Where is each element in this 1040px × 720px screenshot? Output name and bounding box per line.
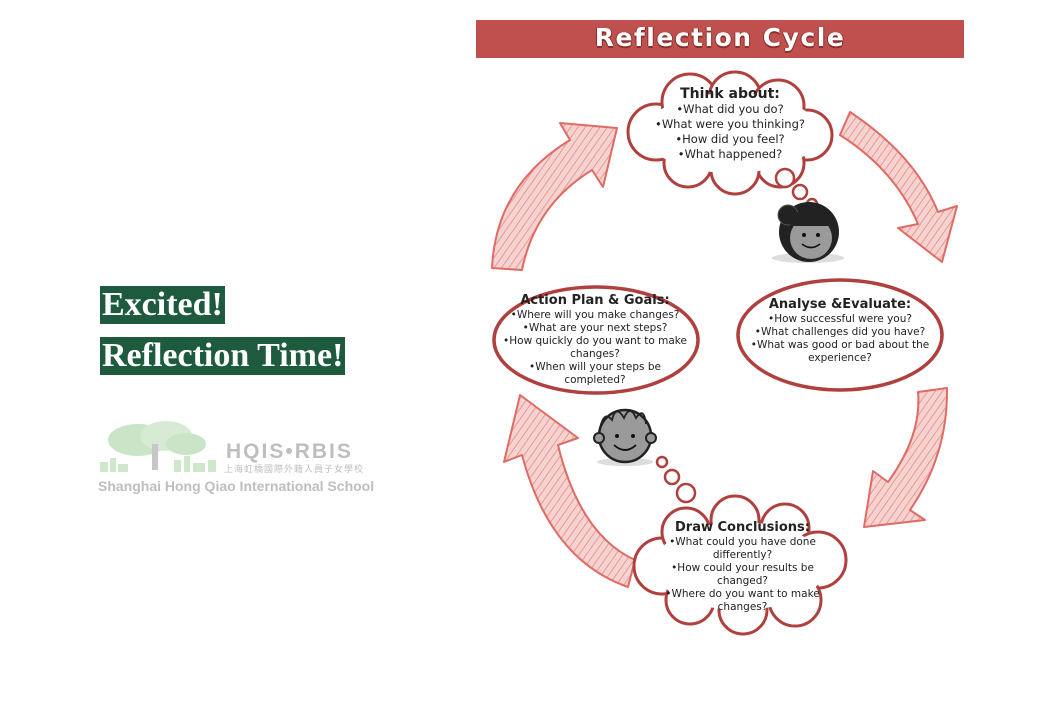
stage-action-plan: Action Plan & Goals: Where will you make… [500, 293, 690, 387]
diagram-title: Reflection Cycle [594, 23, 846, 52]
arrow-bottom-left [503, 394, 636, 588]
logo-english-name: Shanghai Hong Qiao International School [98, 478, 375, 494]
stage-question: How successful were you? [745, 313, 935, 326]
stage-question: What are your next steps? [500, 322, 690, 335]
stage-question: What could you have done differently? [650, 536, 835, 562]
stage-question: What challenges did you have? [745, 326, 935, 339]
stage-question: How could your results be changed? [650, 562, 835, 588]
stage-question: How did you feel? [640, 132, 820, 147]
headline-excited: Excited! [100, 286, 225, 324]
stage-title: Draw Conclusions: [675, 520, 810, 535]
school-logo: HQIS•RBIS 上海虹橋國際外籍人員子女學校 Shanghai Hong Q… [98, 418, 378, 498]
diagram-banner: Reflection Cycle [476, 20, 964, 58]
stage-question: When will your steps be completed? [500, 361, 690, 387]
stage-question: Where do you want to make changes? [650, 588, 835, 614]
stage-question: What were you thinking? [640, 117, 820, 132]
boy-face-icon [593, 408, 657, 466]
arrow-top-right [839, 111, 958, 263]
girl-face-icon [772, 202, 844, 263]
stage-question: What was good or bad about the experienc… [745, 339, 935, 365]
stage-think: Think about: What did you do? What were … [640, 86, 820, 162]
stage-title: Think about: [680, 86, 780, 102]
stage-draw-conclusions: Draw Conclusions: What could you have do… [650, 520, 835, 614]
logo-chinese-name: 上海虹橋國際外籍人員子女學校 [224, 465, 365, 475]
stage-title: Action Plan & Goals: [520, 293, 670, 308]
stage-question: What did you do? [640, 102, 820, 117]
logo-name: HQIS•RBIS [226, 440, 353, 463]
stage-question: Where will you make changes? [500, 309, 690, 322]
arrow-bottom-right [863, 387, 949, 528]
stage-question: How quickly do you want to make changes? [500, 335, 690, 361]
headline-reflection-time: Reflection Time! [100, 337, 346, 375]
tree-skyline-icon [100, 421, 216, 472]
stage-title: Analyse &Evaluate: [768, 297, 912, 312]
stage-question: What happened? [640, 147, 820, 162]
thought-bubbles-draw [655, 455, 697, 504]
arrow-top-left [491, 122, 618, 271]
stage-analyse: Analyse &Evaluate: How successful were y… [745, 297, 935, 365]
